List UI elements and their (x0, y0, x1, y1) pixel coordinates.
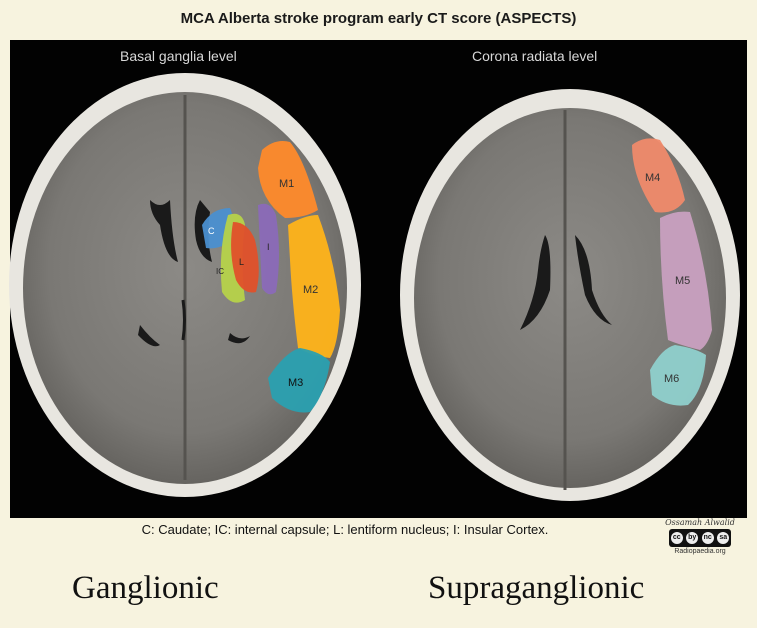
sa-icon: sa (717, 532, 730, 544)
region-m6-shape (650, 345, 706, 406)
left-panel-label: Basal ganglia level (120, 48, 237, 64)
legend-caption: C: Caudate; IC: internal capsule; L: len… (141, 522, 549, 537)
nc-icon: nc (701, 532, 714, 544)
region-m2-label: M2 (303, 284, 318, 296)
cc-license-badge: cc by nc sa (669, 529, 731, 547)
right-ventricle-right (575, 235, 612, 325)
region-m4-shape (632, 138, 685, 213)
ganglionic-label: Ganglionic (72, 570, 219, 606)
region-m2-shape (288, 215, 340, 358)
region-m3-shape (268, 348, 330, 413)
cc-icon: cc (670, 532, 683, 544)
author-signature: Ossamah Alwalid (665, 518, 735, 527)
region-l-label: L (239, 257, 244, 267)
supraganglionic-brain-slice: M4 M5 M6 (400, 89, 740, 501)
left-posterior-horn-right (228, 333, 250, 344)
region-ic-label: IC (216, 267, 224, 276)
left-third-ventricle (181, 299, 186, 341)
by-icon: by (686, 532, 699, 544)
source-site: Radiopaedia.org (674, 548, 726, 555)
region-m1-shape (258, 141, 318, 218)
supraganglionic-label: Supraganglionic (428, 570, 645, 606)
region-m3-label: M3 (288, 377, 303, 389)
right-brain-tissue (414, 108, 726, 488)
region-i-shape (258, 203, 279, 295)
region-m5-label: M5 (675, 275, 690, 287)
left-posterior-horn-left (138, 325, 160, 347)
region-m1-label: M1 (279, 178, 294, 190)
figure-title: MCA Alberta stroke program early CT scor… (0, 0, 757, 40)
ganglionic-brain-slice: M1 M2 M3 C IC L I (9, 73, 361, 497)
right-ventricle-left (520, 235, 551, 330)
region-m6-label: M6 (664, 373, 679, 385)
region-i-label: I (267, 242, 270, 252)
right-panel-label: Corona radiata level (472, 48, 598, 64)
attribution: Ossamah Alwalid cc by nc sa Radiopaedia.… (660, 518, 740, 555)
region-m5-shape (660, 211, 712, 350)
left-lateral-ventricle-left (150, 200, 178, 262)
region-c-label: C (208, 226, 215, 236)
region-m4-label: M4 (645, 172, 660, 184)
region-l-shape (231, 222, 259, 293)
